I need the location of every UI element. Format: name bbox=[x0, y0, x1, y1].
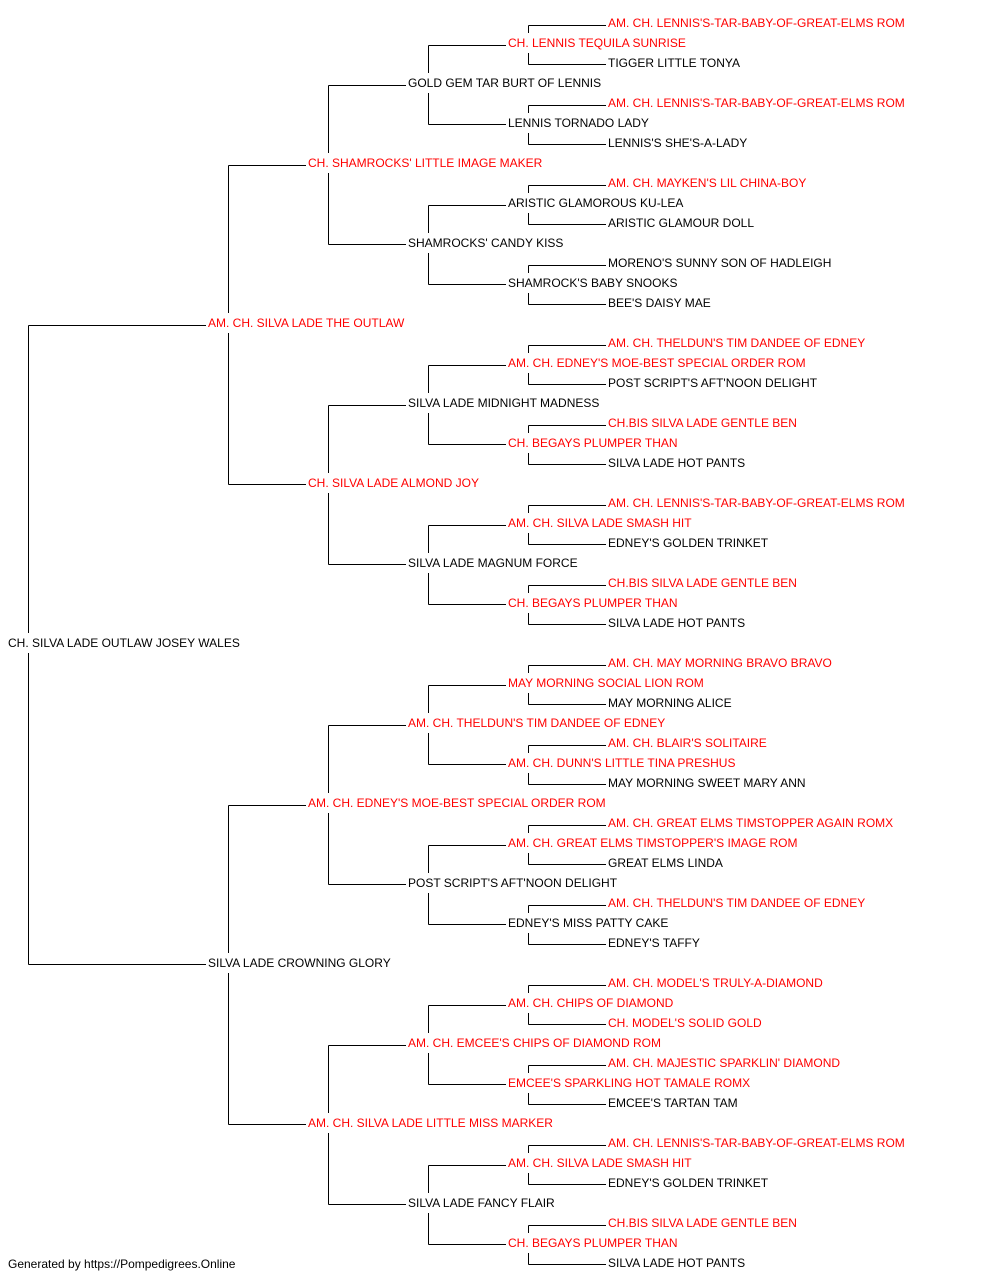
pedigree-entry-gen-2: CH. SHAMROCKS' LITTLE IMAGE MAKER bbox=[308, 156, 543, 170]
pedigree-entry-gen-5: EDNEY'S GOLDEN TRINKET bbox=[608, 536, 769, 550]
pedigree-entry-gen-4: CH. BEGAYS PLUMPER THAN bbox=[508, 1236, 678, 1250]
generated-by-footer: Generated by https://Pompedigrees.Online bbox=[8, 1257, 236, 1271]
pedigree-entry-gen-4: AM. CH. SILVA LADE SMASH HIT bbox=[508, 516, 692, 530]
pedigree-entry-gen-5: EDNEY'S GOLDEN TRINKET bbox=[608, 1176, 769, 1190]
pedigree-entry-gen-5: AM. CH. THELDUN'S TIM DANDEE OF EDNEY bbox=[608, 336, 866, 350]
pedigree-entry-gen-4: MAY MORNING SOCIAL LION ROM bbox=[508, 676, 704, 690]
pedigree-entry-gen-5: CH.BIS SILVA LADE GENTLE BEN bbox=[608, 576, 797, 590]
pedigree-entry-gen-5: ARISTIC GLAMOUR DOLL bbox=[608, 216, 755, 230]
pedigree-entry-gen-2: AM. CH. EDNEY'S MOE-BEST SPECIAL ORDER R… bbox=[308, 796, 606, 810]
pedigree-entry-gen-5: AM. CH. MAY MORNING BRAVO BRAVO bbox=[608, 656, 832, 670]
pedigree-entry-gen-5: BEE'S DAISY MAE bbox=[608, 296, 711, 310]
pedigree-entry-gen-0: CH. SILVA LADE OUTLAW JOSEY WALES bbox=[8, 636, 240, 650]
pedigree-entry-gen-5: AM. CH. BLAIR'S SOLITAIRE bbox=[608, 736, 767, 750]
pedigree-entry-gen-3: AM. CH. EMCEE'S CHIPS OF DIAMOND ROM bbox=[408, 1036, 661, 1050]
pedigree-entry-gen-4: AM. CH. SILVA LADE SMASH HIT bbox=[508, 1156, 692, 1170]
pedigree-entry-gen-4: AM. CH. DUNN'S LITTLE TINA PRESHUS bbox=[508, 756, 736, 770]
pedigree-entry-gen-5: AM. CH. LENNIS'S-TAR-BABY-OF-GREAT-ELMS … bbox=[608, 16, 905, 30]
pedigree-entry-gen-5: CH. MODEL'S SOLID GOLD bbox=[608, 1016, 762, 1030]
pedigree-entry-gen-3: SHAMROCKS' CANDY KISS bbox=[408, 236, 564, 250]
pedigree-entry-gen-4: AM. CH. CHIPS OF DIAMOND bbox=[508, 996, 674, 1010]
pedigree-entry-gen-5: AM. CH. LENNIS'S-TAR-BABY-OF-GREAT-ELMS … bbox=[608, 496, 905, 510]
pedigree-entry-gen-5: AM. CH. LENNIS'S-TAR-BABY-OF-GREAT-ELMS … bbox=[608, 96, 905, 110]
pedigree-entry-gen-4: EDNEY'S MISS PATTY CAKE bbox=[508, 916, 669, 930]
pedigree-entry-gen-5: SILVA LADE HOT PANTS bbox=[608, 456, 746, 470]
pedigree-entry-gen-5: MORENO'S SUNNY SON OF HADLEIGH bbox=[608, 256, 832, 270]
pedigree-entry-gen-3: POST SCRIPT'S AFT'NOON DELIGHT bbox=[408, 876, 618, 890]
pedigree-entry-gen-2: AM. CH. SILVA LADE LITTLE MISS MARKER bbox=[308, 1116, 553, 1130]
pedigree-entry-gen-4: CH. BEGAYS PLUMPER THAN bbox=[508, 596, 678, 610]
pedigree-entry-gen-3: SILVA LADE MAGNUM FORCE bbox=[408, 556, 578, 570]
pedigree-entry-gen-5: CH.BIS SILVA LADE GENTLE BEN bbox=[608, 1216, 797, 1230]
pedigree-entry-gen-4: LENNIS TORNADO LADY bbox=[508, 116, 649, 130]
pedigree-entry-gen-4: EMCEE'S SPARKLING HOT TAMALE ROMX bbox=[508, 1076, 751, 1090]
pedigree-entry-gen-5: AM. CH. GREAT ELMS TIMSTOPPER AGAIN ROMX bbox=[608, 816, 894, 830]
pedigree-entry-gen-5: EDNEY'S TAFFY bbox=[608, 936, 700, 950]
pedigree-entry-gen-5: TIGGER LITTLE TONYA bbox=[608, 56, 741, 70]
pedigree-entry-gen-4: CH. BEGAYS PLUMPER THAN bbox=[508, 436, 678, 450]
pedigree-entry-gen-5: AM. CH. MAYKEN'S LIL CHINA-BOY bbox=[608, 176, 807, 190]
pedigree-entry-gen-5: AM. CH. MAJESTIC SPARKLIN' DIAMOND bbox=[608, 1056, 841, 1070]
pedigree-entry-gen-3: GOLD GEM TAR BURT OF LENNIS bbox=[408, 76, 602, 90]
pedigree-entry-gen-5: CH.BIS SILVA LADE GENTLE BEN bbox=[608, 416, 797, 430]
pedigree-entry-gen-5: AM. CH. LENNIS'S-TAR-BABY-OF-GREAT-ELMS … bbox=[608, 1136, 905, 1150]
pedigree-entry-gen-4: SHAMROCK'S BABY SNOOKS bbox=[508, 276, 678, 290]
pedigree-entry-gen-3: SILVA LADE MIDNIGHT MADNESS bbox=[408, 396, 600, 410]
pedigree-entry-gen-1: SILVA LADE CROWNING GLORY bbox=[208, 956, 391, 970]
pedigree-entry-gen-5: MAY MORNING SWEET MARY ANN bbox=[608, 776, 806, 790]
pedigree-entry-gen-5: MAY MORNING ALICE bbox=[608, 696, 732, 710]
pedigree-entry-gen-5: LENNIS'S SHE'S-A-LADY bbox=[608, 136, 748, 150]
pedigree-entry-gen-3: AM. CH. THELDUN'S TIM DANDEE OF EDNEY bbox=[408, 716, 666, 730]
pedigree-entry-gen-5: GREAT ELMS LINDA bbox=[608, 856, 723, 870]
pedigree-entry-gen-2: CH. SILVA LADE ALMOND JOY bbox=[308, 476, 479, 490]
pedigree-entry-gen-5: AM. CH. MODEL'S TRULY-A-DIAMOND bbox=[608, 976, 823, 990]
pedigree-entry-gen-5: SILVA LADE HOT PANTS bbox=[608, 1256, 746, 1270]
pedigree-entry-gen-5: AM. CH. THELDUN'S TIM DANDEE OF EDNEY bbox=[608, 896, 866, 910]
pedigree-entry-gen-3: SILVA LADE FANCY FLAIR bbox=[408, 1196, 555, 1210]
pedigree-entry-gen-5: EMCEE'S TARTAN TAM bbox=[608, 1096, 738, 1110]
pedigree-entry-gen-4: AM. CH. EDNEY'S MOE-BEST SPECIAL ORDER R… bbox=[508, 356, 806, 370]
pedigree-entry-gen-5: POST SCRIPT'S AFT'NOON DELIGHT bbox=[608, 376, 818, 390]
pedigree-entry-gen-4: CH. LENNIS TEQUILA SUNRISE bbox=[508, 36, 686, 50]
pedigree-entry-gen-5: SILVA LADE HOT PANTS bbox=[608, 616, 746, 630]
pedigree-entry-gen-1: AM. CH. SILVA LADE THE OUTLAW bbox=[208, 316, 405, 330]
pedigree-entry-gen-4: AM. CH. GREAT ELMS TIMSTOPPER'S IMAGE RO… bbox=[508, 836, 798, 850]
pedigree-entry-gen-4: ARISTIC GLAMOROUS KU-LEA bbox=[508, 196, 684, 210]
